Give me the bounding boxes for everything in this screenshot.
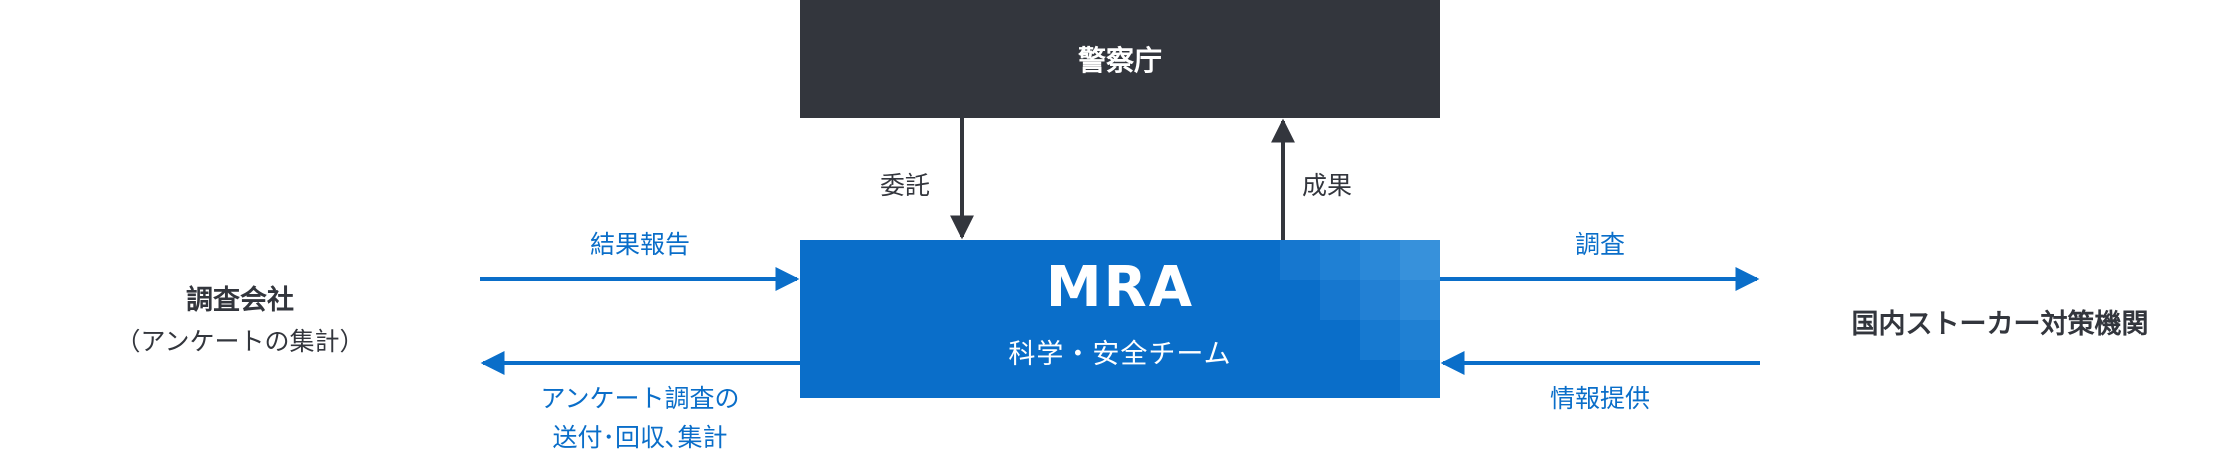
edge-label-results: 成果	[1302, 171, 1353, 200]
node-npa-title: 警察庁	[1077, 44, 1162, 77]
edge-label-survey-send-line1: アンケート調査の	[540, 384, 740, 413]
node-mra-title: MRA	[1045, 254, 1195, 320]
node-domestic-agency-title: 国内ストーカー対策機関	[1851, 309, 2149, 340]
node-research-company-title: 調査会社	[186, 285, 294, 316]
edge-label-commission: 委託	[880, 171, 931, 200]
node-mra-subtitle: 科学・安全チーム	[1008, 338, 1232, 370]
mosaic-decoration	[1280, 240, 1440, 398]
edge-label-info: 情報提供	[1549, 384, 1650, 413]
node-mra: MRA 科学・安全チーム	[800, 240, 1440, 398]
edge-label-survey-send-line2: 送付･回収､集計	[552, 422, 728, 452]
edge-label-survey-send: アンケート調査の 送付･回収､集計	[500, 380, 780, 458]
edge-label-report: 結果報告	[589, 230, 690, 259]
node-npa: 警察庁	[800, 0, 1440, 118]
node-research-company-subtitle: （アンケートの集計）	[115, 327, 365, 356]
edge-label-investigation: 調査	[1574, 230, 1625, 259]
